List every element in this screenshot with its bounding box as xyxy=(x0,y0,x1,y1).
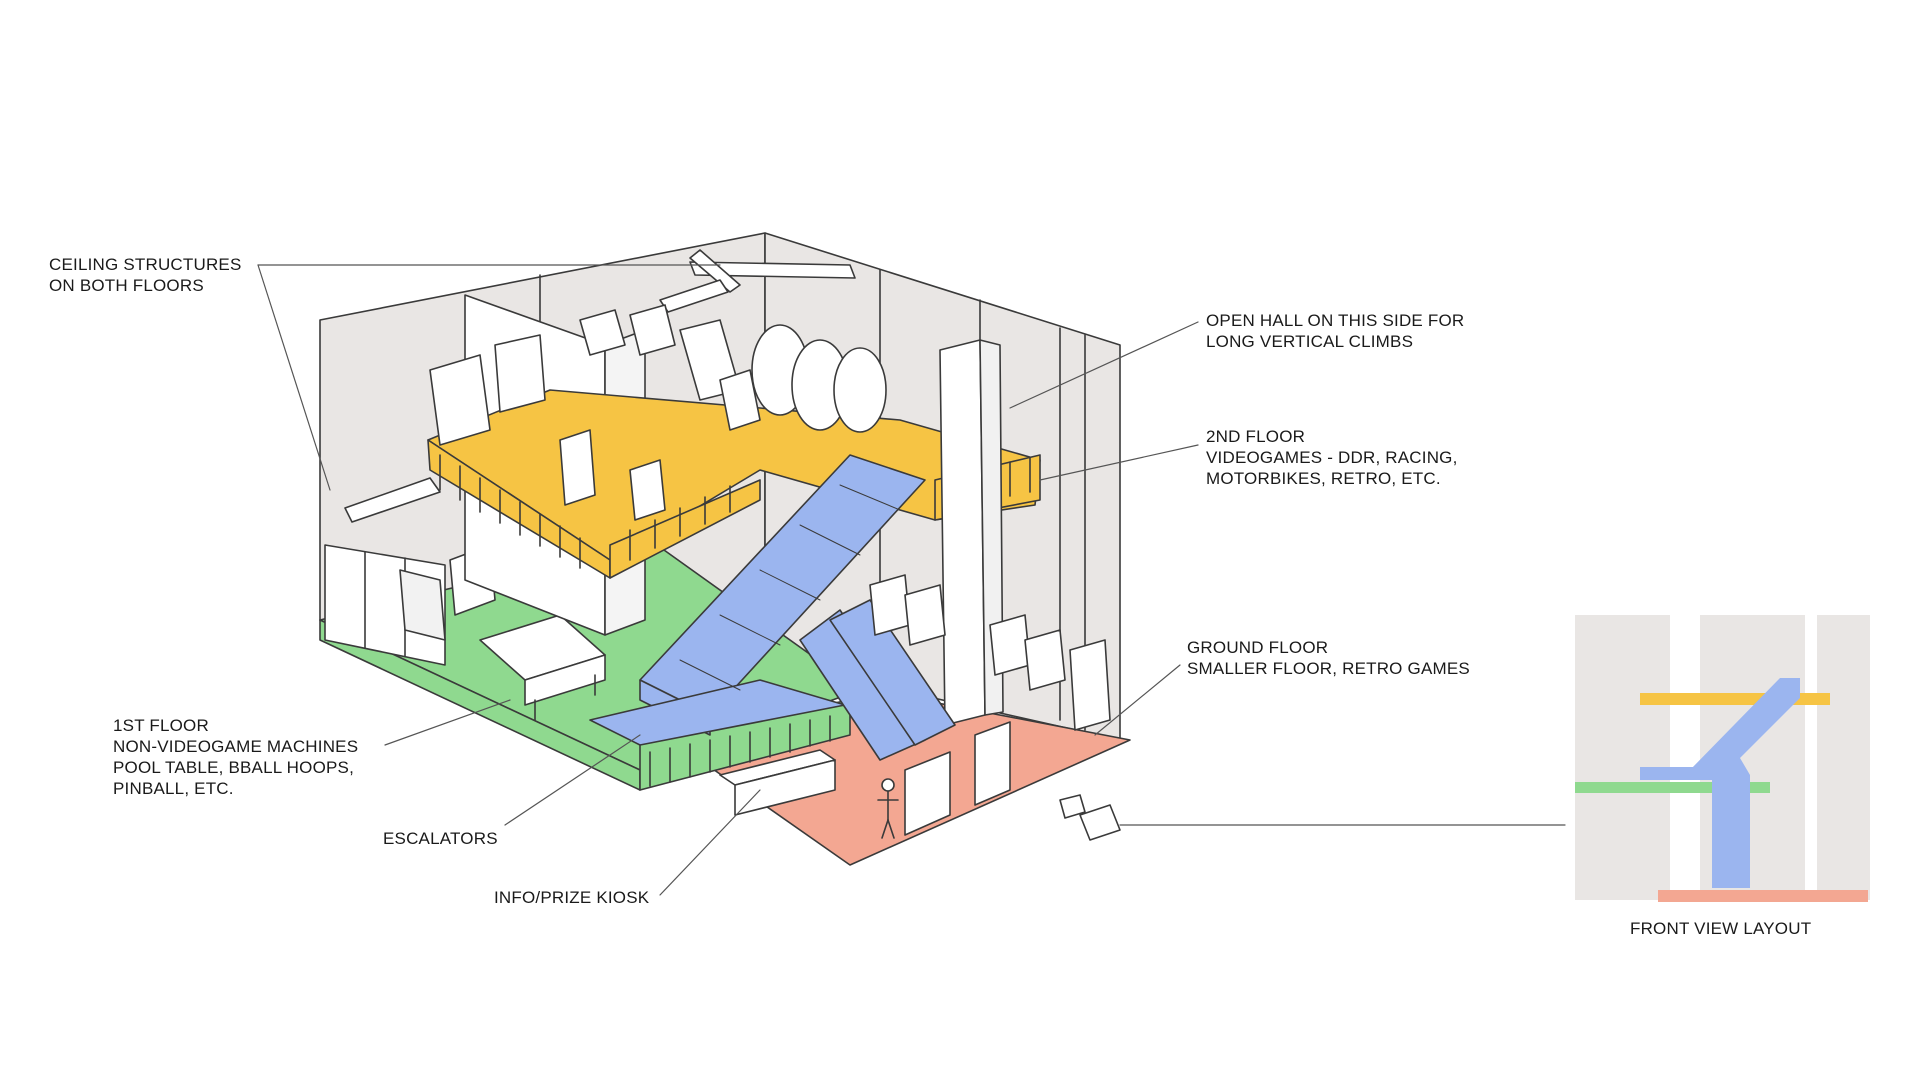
label-front-view-layout: FRONT VIEW LAYOUT xyxy=(1630,918,1811,939)
label-line: ESCALATORS xyxy=(383,829,498,848)
label-escalators: ESCALATORS xyxy=(383,828,498,849)
second-floor-front xyxy=(609,479,761,579)
label-line: SMALLER FLOOR, RETRO GAMES xyxy=(1187,659,1470,678)
label-line: PINBALL, ETC. xyxy=(113,779,234,798)
label-ceiling-structures: CEILING STRUCTURES ON BOTH FLOORS xyxy=(49,254,242,296)
camera-icon xyxy=(1059,794,1121,841)
bball-hoops xyxy=(324,544,446,666)
doors xyxy=(904,721,1011,836)
label-line: POOL TABLE, BBALL HOOPS, xyxy=(113,758,355,777)
label-info-prize-kiosk: INFO/PRIZE KIOSK xyxy=(494,887,649,908)
front-view-second-band xyxy=(1640,693,1830,705)
front-view-layout xyxy=(1575,615,1870,902)
label-line: LONG VERTICAL CLIMBS xyxy=(1206,332,1414,351)
escalator-steps xyxy=(679,484,901,691)
pool-table xyxy=(479,614,606,721)
pillar xyxy=(939,339,986,726)
motorbike-machines xyxy=(751,324,887,433)
retro-cabinets-ground xyxy=(869,574,1111,731)
info-prize-kiosk xyxy=(719,749,836,816)
label-second-floor: 2ND FLOOR VIDEOGAMES - DDR, RACING, MOTO… xyxy=(1206,426,1458,489)
label-line: 1ST FLOOR xyxy=(113,716,209,735)
leader-lines xyxy=(257,264,1566,896)
label-line: FRONT VIEW LAYOUT xyxy=(1630,919,1812,938)
front-view-first-band xyxy=(1575,782,1770,793)
label-ground-floor: GROUND FLOOR SMALLER FLOOR, RETRO GAMES xyxy=(1187,637,1470,679)
label-line: ON BOTH FLOORS xyxy=(49,276,204,295)
label-open-hall: OPEN HALL ON THIS SIDE FOR LONG VERTICAL… xyxy=(1206,310,1464,352)
front-view-escalator xyxy=(1640,678,1800,888)
label-line: INFO/PRIZE KIOSK xyxy=(494,888,650,907)
escalator-lower-2 xyxy=(829,599,956,746)
front-view-ground-band xyxy=(1658,890,1868,902)
label-line: MOTORBIKES, RETRO, ETC. xyxy=(1206,469,1441,488)
ceiling-structure xyxy=(344,249,856,523)
label-line: VIDEOGAMES - DDR, RACING, xyxy=(1206,448,1458,467)
first-floor-railing xyxy=(649,715,831,787)
retro-cabinets-upper xyxy=(559,429,666,521)
label-line: CEILING STRUCTURES xyxy=(49,255,242,274)
label-first-floor: 1ST FLOOR NON-VIDEOGAME MACHINES POOL TA… xyxy=(113,715,358,799)
racing-seats xyxy=(579,304,761,431)
ddr-machines xyxy=(429,334,546,446)
label-line: GROUND FLOOR xyxy=(1187,638,1329,657)
label-line: NON-VIDEOGAME MACHINES xyxy=(113,737,359,756)
person-figure xyxy=(877,778,899,839)
label-line: 2ND FLOOR xyxy=(1206,427,1306,446)
label-line: OPEN HALL ON THIS SIDE FOR xyxy=(1206,311,1465,330)
